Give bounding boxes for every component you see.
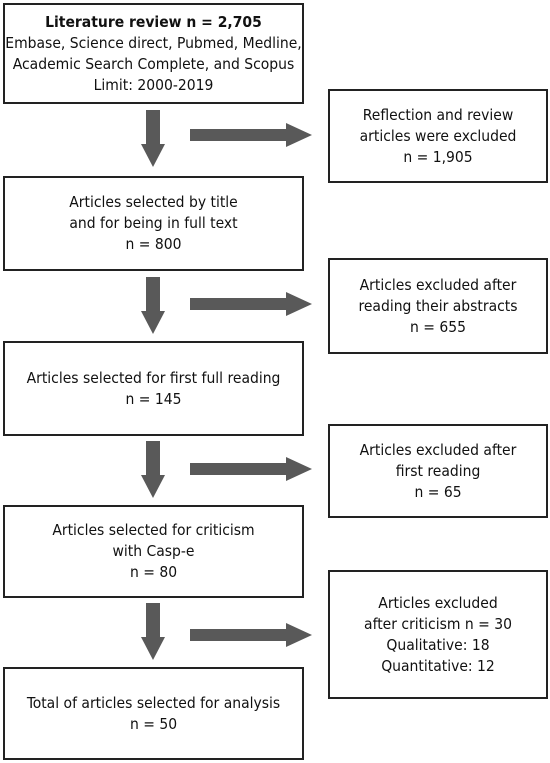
excluded-first-reading-box: Articles excluded after first reading n … xyxy=(328,424,548,518)
excluded-criticism-quantitative: Quantitative: 12 xyxy=(381,656,495,675)
excluded-first-reading-line-1: Articles excluded after xyxy=(359,440,517,459)
criticism-line-1: Articles selected for criticism xyxy=(52,521,255,539)
right-arrow-1 xyxy=(190,123,312,147)
selected-by-title-count: n = 800 xyxy=(125,235,182,253)
selected-by-title-box: Articles selected by title and for being… xyxy=(3,176,304,271)
right-arrow-3 xyxy=(190,457,312,481)
excluded-abstracts-line-2: reading their abstracts xyxy=(358,296,518,315)
down-arrow-1 xyxy=(141,110,165,167)
selected-by-title-line-1: Articles selected by title xyxy=(69,193,238,211)
excluded-criticism-qualitative: Qualitative: 18 xyxy=(386,635,490,654)
literature-review-box: Literature review n = 2,705 Embase, Scie… xyxy=(3,3,304,104)
total-selected-box: Total of articles selected for analysis … xyxy=(3,667,304,760)
first-reading-line-1: Articles selected for first full reading xyxy=(26,368,281,387)
total-selected-line-1: Total of articles selected for analysis xyxy=(26,693,281,712)
excluded-reflection-count: n = 1,905 xyxy=(403,147,473,166)
selected-by-title-line-2: and for being in full text xyxy=(69,214,238,232)
databases-line-1: Embase, Science direct, Pubmed, Medline, xyxy=(5,33,302,52)
excluded-reflection-line-1: Reflection and review xyxy=(362,105,514,124)
excluded-reflection-line-2: articles were excluded xyxy=(359,126,517,145)
excluded-criticism-line-1: Articles excluded xyxy=(378,593,498,612)
right-arrow-2 xyxy=(190,292,312,316)
excluded-abstracts-box: Articles excluded after reading their ab… xyxy=(328,258,548,354)
criticism-count: n = 80 xyxy=(129,563,178,581)
databases-line-2: Academic Search Complete, and Scopus xyxy=(12,54,295,73)
excluded-reflection-box: Reflection and review articles were excl… xyxy=(328,89,548,183)
down-arrow-4 xyxy=(141,603,165,660)
excluded-abstracts-count: n = 655 xyxy=(410,317,466,336)
excluded-first-reading-line-2: first reading xyxy=(395,461,481,480)
literature-review-title: Literature review n = 2,705 xyxy=(45,12,262,31)
right-arrow-4 xyxy=(190,623,312,647)
down-arrow-2 xyxy=(141,277,165,334)
excluded-first-reading-count: n = 65 xyxy=(414,482,462,501)
down-arrow-3 xyxy=(141,441,165,498)
criticism-line-2: with Casp-e xyxy=(112,542,195,560)
excluded-abstracts-line-1: Articles excluded after xyxy=(359,275,517,294)
excluded-criticism-line-2: after criticism n = 30 xyxy=(364,614,512,633)
excluded-criticism-box: Articles excluded after criticism n = 30… xyxy=(328,570,548,699)
criticism-box: Articles selected for criticism with Cas… xyxy=(3,505,304,598)
first-reading-box: Articles selected for first full reading… xyxy=(3,341,304,436)
date-limit: Limit: 2000-2019 xyxy=(93,75,214,94)
total-selected-count: n = 50 xyxy=(129,714,178,733)
first-reading-count: n = 145 xyxy=(125,389,182,408)
